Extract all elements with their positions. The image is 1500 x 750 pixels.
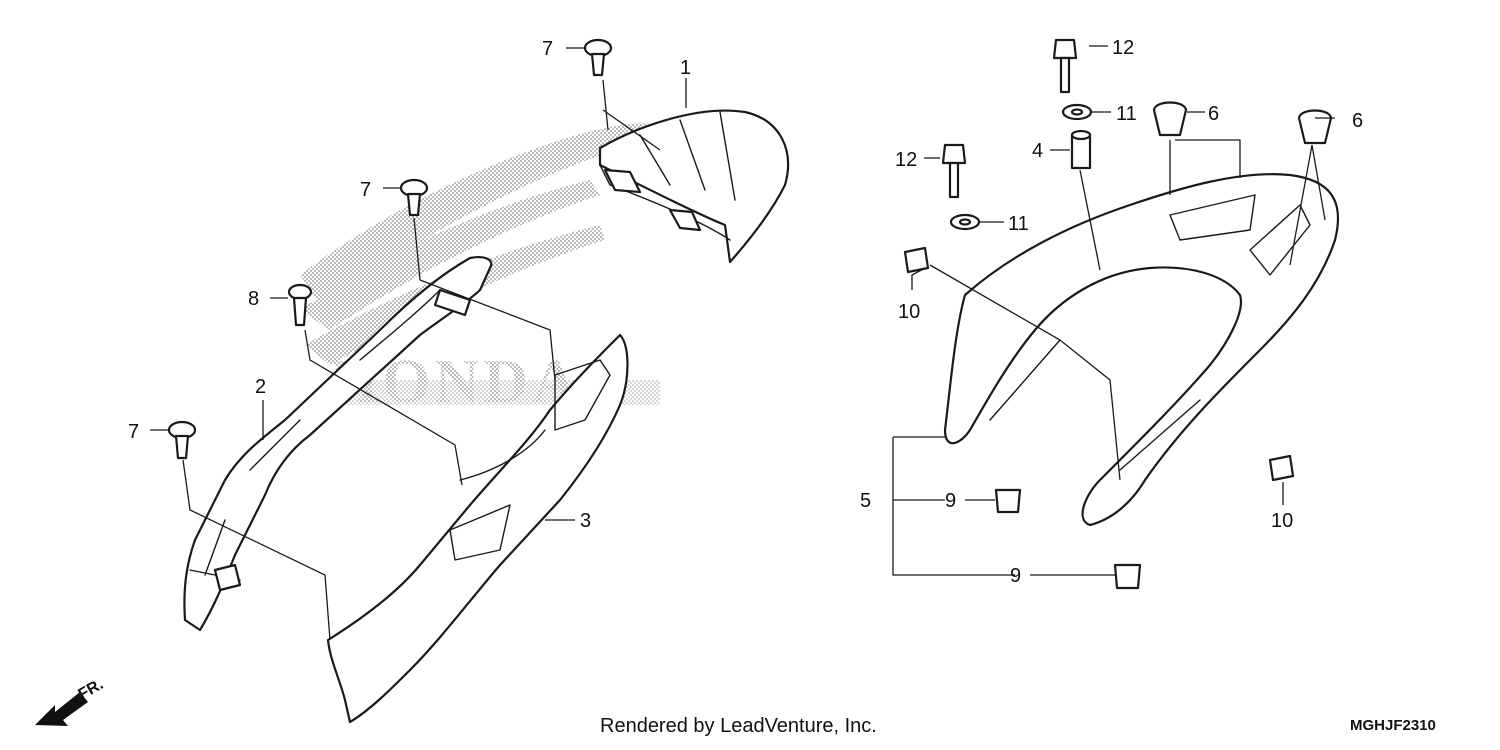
callout-7a: 7 (542, 38, 553, 60)
callout-12a: 12 (1112, 37, 1134, 59)
washer-11b (949, 213, 981, 231)
callout-11b: 11 (1008, 213, 1029, 235)
callout-10b: 10 (1271, 510, 1293, 532)
callout-4: 4 (1032, 140, 1043, 162)
front-arrow-icon (35, 692, 88, 726)
fastener-7b-screw (399, 178, 429, 217)
fastener-7a-screw (583, 38, 613, 77)
grommet-9b (1113, 563, 1142, 590)
footer-credit: Rendered by LeadVenture, Inc. (600, 715, 877, 737)
callout-7c: 7 (128, 421, 139, 443)
fastener-12b-bolt (941, 143, 967, 199)
callout-6b: 6 (1352, 110, 1363, 132)
nut-10b (1268, 454, 1295, 482)
part-1-rear-cowl (598, 109, 790, 264)
cap-6a (1152, 101, 1188, 137)
callout-2: 2 (255, 376, 266, 398)
callout-7b: 7 (360, 179, 371, 201)
callout-9a: 9 (945, 490, 956, 512)
callout-1: 1 (680, 57, 691, 79)
callout-10a: 10 (898, 301, 920, 323)
callout-3: 3 (580, 510, 591, 532)
callout-9b: 9 (1010, 565, 1021, 587)
callout-6a: 6 (1208, 103, 1219, 125)
diagram-code: MGHJF2310 (1350, 717, 1436, 734)
grommet-9a (994, 488, 1022, 514)
part-3-side-cover-right (326, 333, 629, 724)
part-5-grab-rail (943, 173, 1340, 527)
callout-12b: 12 (895, 149, 917, 171)
front-direction-indicator: FR. (35, 676, 106, 726)
fastener-12a-bolt (1052, 38, 1078, 94)
nut-10a (903, 246, 930, 274)
fastener-7c-screw (167, 420, 197, 460)
fastener-8-clip (287, 283, 313, 327)
washer-11a (1061, 103, 1093, 121)
callout-11a: 11 (1116, 103, 1137, 125)
leader-lines (150, 45, 1335, 641)
callout-labels: 7 1 7 8 2 7 3 12 11 6 6 12 4 11 10 10 5 … (128, 37, 1363, 587)
part-2-side-cover-left (183, 256, 493, 632)
collar-4 (1070, 129, 1092, 170)
cap-6b (1297, 109, 1333, 145)
callout-5: 5 (860, 490, 871, 512)
callout-8: 8 (248, 288, 259, 310)
